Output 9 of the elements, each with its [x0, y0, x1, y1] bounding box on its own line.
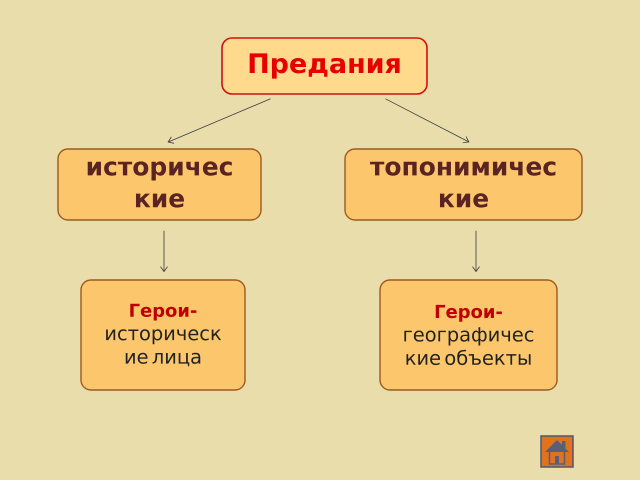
arrow	[385, 98, 470, 144]
arrow	[472, 230, 480, 272]
arrow	[168, 98, 271, 144]
rounded-box: топонимичес кие	[344, 148, 583, 221]
rounded-box: Герои- географичес кие объекты	[379, 279, 558, 391]
rounded-box: Герои- историческ ие лица	[80, 279, 246, 391]
rounded-box: историчес кие	[57, 148, 262, 221]
rounded-box: Предания	[221, 37, 428, 95]
arrow	[160, 230, 168, 272]
